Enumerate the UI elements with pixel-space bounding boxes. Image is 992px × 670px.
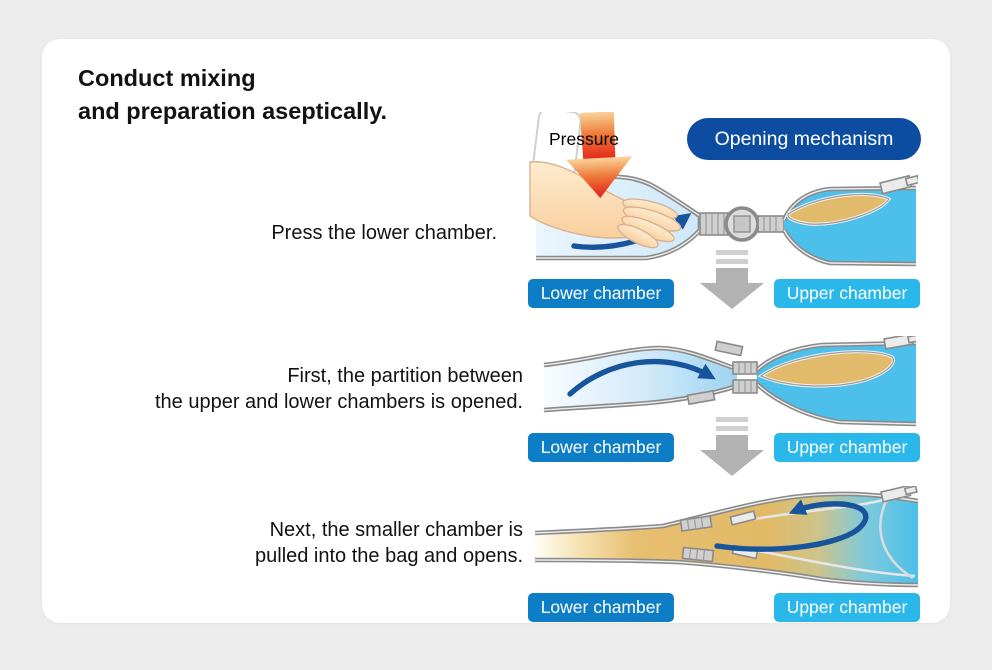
step2-upper-chamber-label: Upper chamber bbox=[774, 433, 920, 462]
diagram-step3 bbox=[535, 486, 918, 588]
pressure-arrow-icon bbox=[566, 112, 633, 198]
page-title: Conduct mixing and preparation aseptical… bbox=[78, 62, 387, 128]
title-line-2: and preparation aseptically. bbox=[78, 98, 388, 124]
inner-bag-shape bbox=[757, 350, 895, 388]
title-line-1: Conduct mixing bbox=[78, 65, 256, 91]
step3-caption: Next, the smaller chamber is pulled into… bbox=[255, 519, 523, 567]
step2-lower-chamber-label: Lower chamber bbox=[528, 433, 674, 462]
swirl-arrow-icon bbox=[714, 499, 869, 552]
port-connector bbox=[883, 336, 916, 350]
step3-lower-chamber-label: Lower chamber bbox=[528, 593, 674, 622]
port-connector bbox=[879, 174, 918, 195]
inner-bag-shape bbox=[786, 192, 892, 226]
step3-upper-chamber-label: Upper chamber bbox=[774, 593, 920, 622]
pressure-label: Pressure bbox=[549, 129, 620, 149]
diagram-step1 bbox=[529, 112, 918, 267]
partition-seal bbox=[686, 340, 758, 406]
step1-upper-chamber-label: Upper chamber bbox=[774, 279, 920, 308]
step2-caption: First, the partition between the upper a… bbox=[154, 365, 523, 413]
flow-arrow-icon bbox=[567, 358, 716, 397]
step1-caption: Press the lower chamber. bbox=[271, 222, 497, 244]
down-arrow-icon bbox=[700, 250, 764, 309]
diagram-step2 bbox=[543, 336, 916, 427]
opening-mechanism-badge: Opening mechanism bbox=[687, 118, 921, 160]
step1-lower-chamber-label: Lower chamber bbox=[528, 279, 674, 308]
mixed-bag-shape bbox=[535, 491, 918, 588]
down-arrow-icon bbox=[700, 417, 764, 476]
port-connector bbox=[880, 486, 918, 503]
partition-seal bbox=[699, 206, 785, 242]
